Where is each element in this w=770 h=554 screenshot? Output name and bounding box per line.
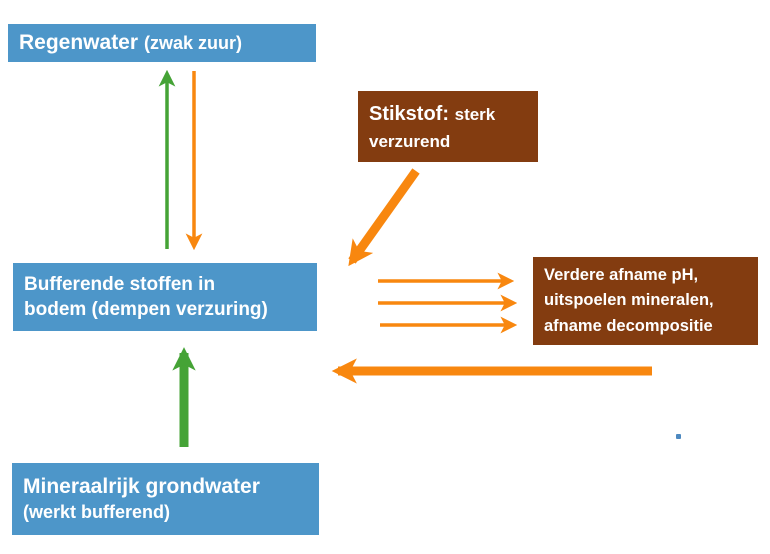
- box-stikstof: Stikstof:sterk verzurend: [358, 91, 538, 162]
- box-gevolgen-line2: uitspoelen mineralen,: [544, 291, 714, 310]
- box-regenwater: Regenwater(zwak zuur): [8, 24, 316, 62]
- blue-speck-mark: [676, 434, 681, 439]
- box-bufferende-stoffen: Bufferende stoffen in bodem (dempen verz…: [13, 263, 317, 331]
- box-grondwater-subtitle: (werkt bufferend): [23, 501, 171, 522]
- box-bufferende-line1: Bufferende stoffen in: [24, 273, 216, 295]
- box-gevolgen: Verdere afname pH, uitspoelen mineralen,…: [533, 257, 758, 345]
- box-gevolgen-line3: afname decompositie: [544, 316, 713, 335]
- arrow-stikstof-to-bodem: [348, 168, 420, 267]
- box-grondwater-title: Mineraalrijk grondwater: [23, 475, 260, 499]
- box-regenwater-title: Regenwater: [19, 31, 139, 55]
- box-stikstof-subtitle: sterk verzurend: [369, 104, 496, 151]
- box-regenwater-text: Regenwater(zwak zuur): [19, 29, 305, 57]
- box-gevolgen-line1: Verdere afname pH,: [544, 265, 699, 284]
- box-stikstof-text: Stikstof:sterk verzurend: [369, 99, 527, 155]
- box-bufferende-line2: bodem (dempen verzuring): [24, 299, 268, 320]
- box-grondwater: Mineraalrijk grondwater (werkt bufferend…: [12, 463, 319, 535]
- box-stikstof-title: Stikstof:: [369, 102, 449, 125]
- box-regenwater-subtitle: (zwak zuur): [143, 33, 242, 54]
